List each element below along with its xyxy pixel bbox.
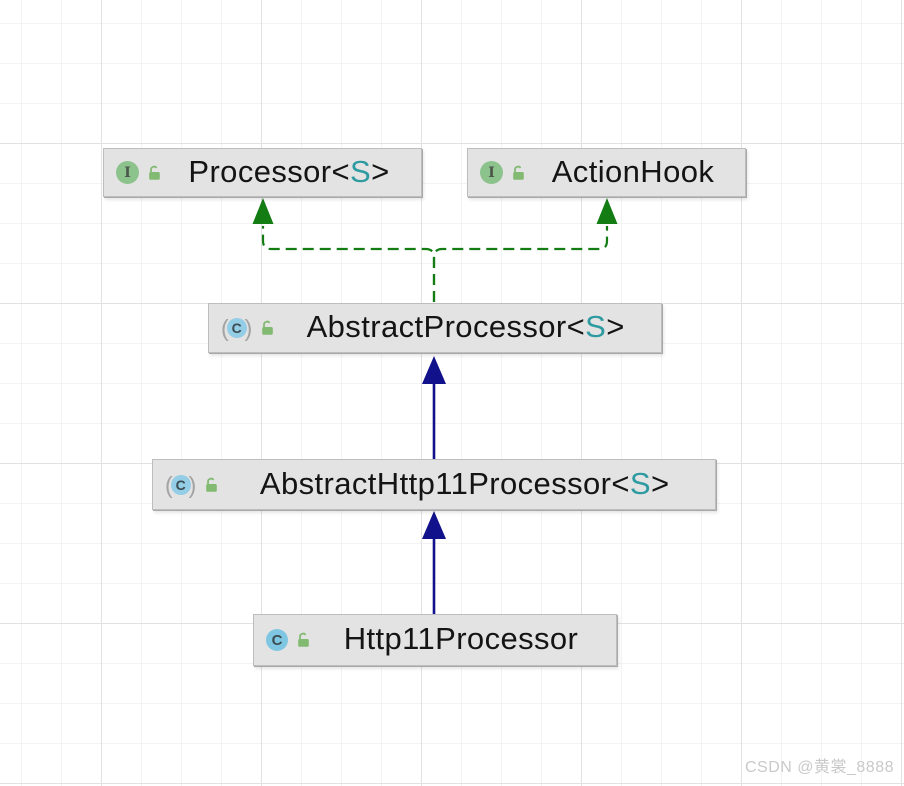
node-label: ActionHook — [527, 154, 745, 192]
interface-icon-letter: I — [124, 164, 131, 181]
node-icon-group: C — [254, 629, 312, 651]
csdn-watermark: CSDN @黄裳_8888 — [744, 759, 894, 776]
label-text: ActionHook — [551, 153, 715, 189]
implements-edge-actionhook[interactable] — [432, 226, 609, 302]
public-lock-icon — [203, 477, 220, 493]
label-generic-type: S — [350, 153, 372, 189]
node-label: Http11Processor — [312, 621, 616, 659]
label-text: AbstractProcessor< — [306, 309, 586, 344]
abstract-paren: ( — [221, 315, 229, 341]
public-lock-icon — [510, 165, 527, 181]
node-label: AbstractProcessor<S> — [276, 309, 661, 347]
node-label: Processor<S> — [163, 154, 421, 192]
node-icon-group: (C) — [153, 471, 220, 498]
label-text: Processor< — [188, 153, 351, 189]
class-icon-letter: C — [231, 320, 242, 336]
implements-edge-processor-arrowhead[interactable] — [252, 198, 274, 224]
abstract-class-icon: (C) — [165, 471, 197, 498]
class-icon: C — [266, 629, 288, 651]
label-text: > — [606, 309, 625, 344]
public-lock-icon — [295, 632, 312, 648]
implements-edge-actionhook-arrowhead[interactable] — [596, 198, 618, 224]
label-generic-type: S — [585, 309, 607, 344]
abstract-paren: ( — [165, 471, 173, 498]
label-text: > — [650, 465, 670, 501]
class-icon: C — [170, 474, 191, 495]
interface-icon-letter: I — [488, 164, 495, 181]
node-processor[interactable]: I Processor<S> — [103, 148, 422, 197]
node-icon-group: I — [104, 161, 163, 184]
node-actionhook[interactable]: I ActionHook — [467, 148, 746, 197]
abstract-paren: ) — [244, 315, 253, 341]
label-generic-type: S — [629, 465, 651, 501]
abstract-class-icon: (C) — [221, 315, 253, 341]
label-text: > — [371, 153, 390, 189]
node-icon-group: I — [468, 161, 527, 184]
extends-edge-abstractprocessor-arrowhead[interactable] — [422, 356, 446, 384]
node-label: AbstractHttp11Processor<S> — [220, 466, 715, 504]
interface-icon: I — [480, 161, 503, 184]
node-abstractprocessor[interactable]: (C) AbstractProcessor<S> — [208, 303, 662, 353]
node-icon-group: (C) — [209, 315, 276, 341]
class-icon-letter: C — [175, 476, 186, 493]
node-http11processor[interactable]: C Http11Processor — [253, 614, 617, 666]
class-icon: C — [226, 318, 247, 338]
public-lock-icon — [146, 165, 163, 181]
interface-icon: I — [116, 161, 139, 184]
public-lock-icon — [259, 320, 276, 336]
extends-edge-abstracthttp11processor-arrowhead[interactable] — [422, 511, 446, 539]
node-abstracthttp11processor[interactable]: (C) AbstractHttp11Processor<S> — [152, 459, 716, 510]
implements-edge-processor[interactable] — [261, 226, 436, 302]
class-icon-letter: C — [271, 631, 283, 649]
label-text: AbstractHttp11Processor< — [259, 465, 630, 501]
abstract-paren: ) — [188, 471, 197, 498]
label-text: Http11Processor — [343, 621, 579, 656]
